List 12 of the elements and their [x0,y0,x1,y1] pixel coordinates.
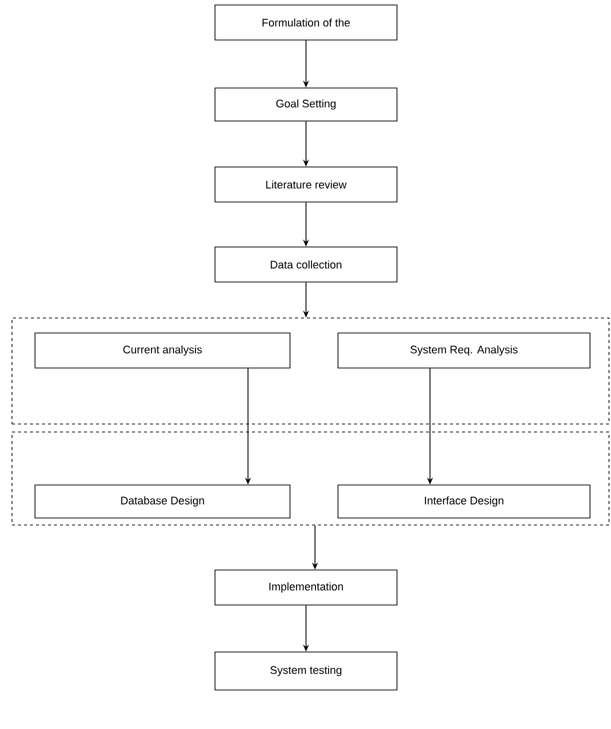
group-box [12,318,610,424]
process-box: Database Design [34,484,290,518]
process-box: Formulation of the [214,4,398,40]
process-box: Implementation [214,570,398,606]
process-box: Data collection [214,246,398,282]
process-box: System Req. Analysis [338,332,590,368]
process-box: Goal Setting [214,88,398,122]
process-box: Current analysis [34,332,290,368]
process-box: System testing [214,652,398,690]
process-box: Interface Design [338,484,590,518]
group-box [12,432,610,526]
process-box: Literature review [214,166,398,202]
